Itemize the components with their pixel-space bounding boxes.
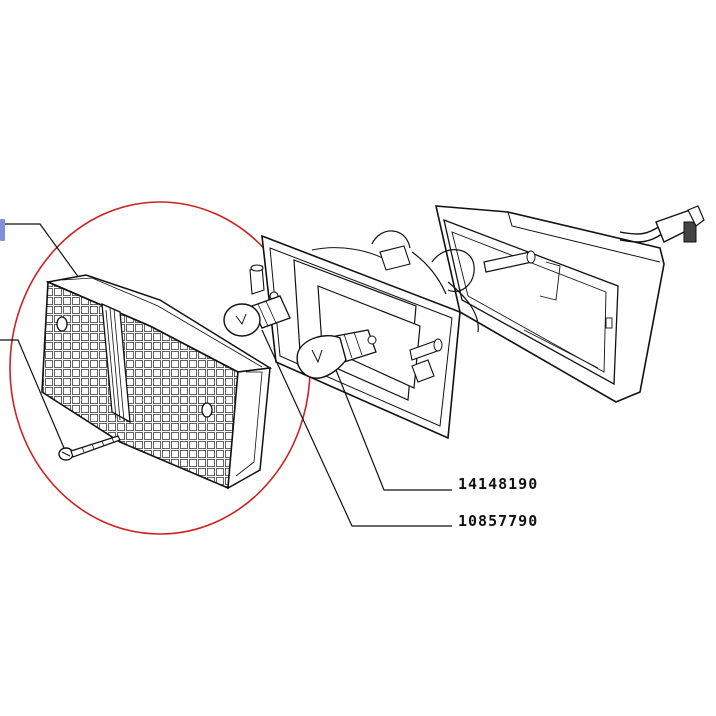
mounting-screw [58,435,121,461]
leader-line-lens [5,223,83,283]
leader-line-screw [0,339,65,449]
part-number-bulb-large: 14148190 [458,475,538,493]
lamp-housing [434,205,705,403]
bulb-small [223,295,291,337]
part-number-bulb-small: 10857790 [458,512,538,530]
leader-line-bulb-small [261,329,452,527]
tail-light-lens [41,274,273,490]
bulb-large [296,329,377,379]
selection-marker[interactable] [0,219,5,241]
leader-line-bulb-large [335,369,452,491]
